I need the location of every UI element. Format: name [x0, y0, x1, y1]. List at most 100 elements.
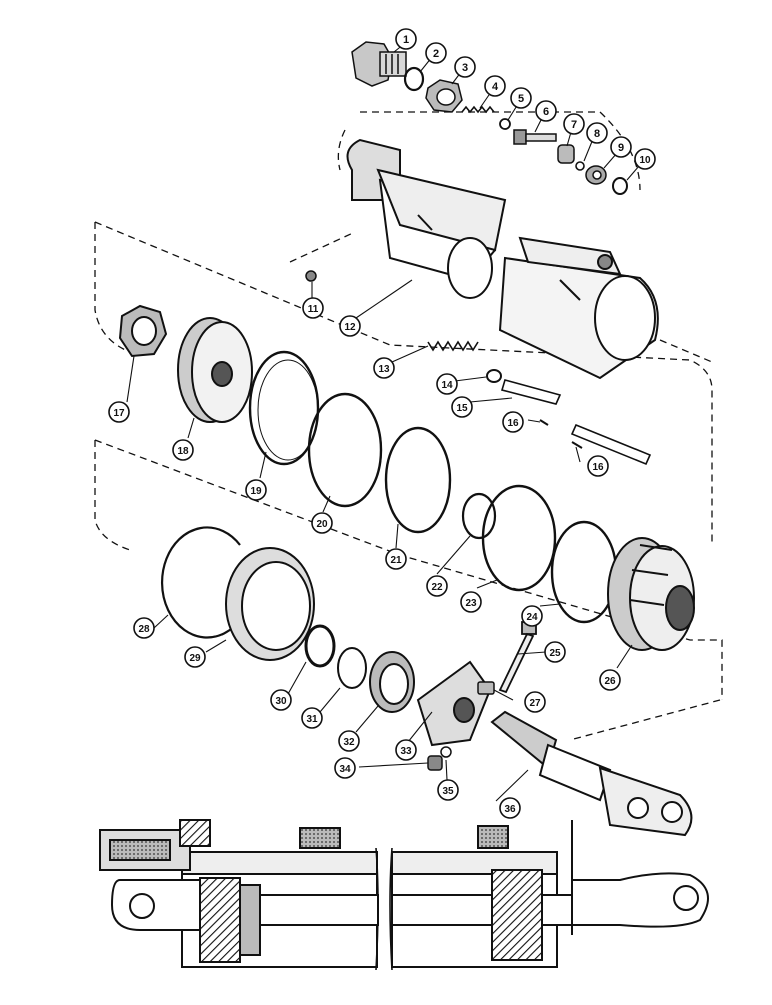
callout-13: 13: [373, 357, 395, 379]
callout-label: 26: [604, 676, 616, 687]
callout-label: 23: [465, 598, 477, 609]
callout-circle: [302, 297, 324, 319]
part-35-washer: [440, 746, 452, 758]
part-9-plug: [585, 165, 607, 185]
callout-circle: [108, 401, 130, 423]
callout-label: 10: [639, 155, 651, 166]
part-23-ring: [481, 484, 557, 592]
group-outline-rod: [94, 439, 723, 741]
part-10-oring: [612, 177, 628, 195]
callout-label: 16: [507, 418, 519, 429]
callout-34: 34: [334, 757, 356, 779]
callout-circle: [425, 42, 447, 64]
part-5-ring: [499, 118, 511, 130]
part-6-plunger: [513, 129, 557, 145]
callout-3: 3: [454, 56, 476, 78]
callout-15: 15: [451, 396, 473, 418]
callout-label: 7: [571, 119, 577, 131]
callout-circle: [451, 396, 473, 418]
part-36-rod: [490, 710, 693, 837]
callout-17: 17: [108, 401, 130, 423]
callout-19: 19: [245, 479, 267, 501]
part-15-rods: [500, 379, 652, 466]
callout-label: 1: [403, 34, 409, 46]
callout-circle: [610, 136, 632, 158]
part-32-seal: [369, 651, 415, 713]
group-outline-piston: [94, 221, 713, 545]
callout-circle: [245, 479, 267, 501]
callout-label: 3: [462, 62, 468, 74]
callout-16: 16: [587, 455, 609, 477]
callout-circle: [385, 548, 407, 570]
callout-30: 30: [270, 689, 292, 711]
callout-label: 14: [441, 380, 453, 391]
part-1-fitting: [351, 41, 407, 87]
callout-18: 18: [172, 439, 194, 461]
callout-circle: [311, 512, 333, 534]
callout-circle: [454, 56, 476, 78]
callout-31: 31: [301, 707, 323, 729]
callout-7: 7: [563, 113, 585, 135]
callout-circle: [426, 575, 448, 597]
callout-circle: [338, 730, 360, 752]
callout-label: 25: [549, 648, 561, 659]
callout-label: 4: [492, 81, 499, 93]
callout-circle: [599, 669, 621, 691]
callout-circle: [301, 707, 323, 729]
callout-6: 6: [535, 100, 557, 122]
callout-11: 11: [302, 297, 324, 319]
part-12-barrel: [346, 138, 659, 380]
callout-label: 34: [339, 764, 351, 775]
callout-29: 29: [184, 646, 206, 668]
callout-label: 32: [343, 737, 355, 748]
part-24-ring: [550, 520, 618, 624]
callout-label: 15: [456, 403, 468, 414]
callout-circle: [437, 779, 459, 801]
part-25-bolt: [498, 621, 537, 694]
section-break-lines: [375, 847, 393, 971]
callout-label: 6: [543, 106, 549, 118]
part-34-nut: [427, 755, 443, 771]
callout-label: 9: [618, 142, 624, 154]
part-26-gland: [607, 537, 695, 651]
callout-label: 16: [592, 462, 604, 473]
callout-label: 21: [390, 555, 402, 566]
part-21-ring: [384, 426, 452, 534]
callout-label: 36: [504, 804, 516, 815]
callout-label: 19: [250, 486, 262, 497]
callout-12: 12: [339, 315, 361, 337]
callout-circle: [521, 605, 543, 627]
callout-label: 18: [177, 446, 189, 457]
callout-label: 24: [526, 612, 538, 623]
callout-23: 23: [460, 591, 482, 613]
callout-circle: [334, 757, 356, 779]
callout-label: 22: [431, 582, 443, 593]
callout-label: 33: [400, 746, 412, 757]
part-8-ring: [575, 161, 585, 171]
callout-25: 25: [544, 641, 566, 663]
callout-4: 4: [484, 75, 506, 97]
callout-label: 35: [442, 786, 454, 797]
part-33-clamp: [416, 660, 492, 747]
callout-circle: [544, 641, 566, 663]
callout-circle: [395, 739, 417, 761]
callout-21: 21: [385, 548, 407, 570]
part-27-nut: [477, 681, 495, 695]
callout-label: 30: [275, 696, 287, 707]
callout-circle: [499, 797, 521, 819]
callout-32: 32: [338, 730, 360, 752]
part-17-nut: [118, 304, 168, 358]
callout-circle: [373, 357, 395, 379]
part-3-nut: [425, 79, 463, 113]
callout-5: 5: [510, 87, 532, 109]
part-19-ring: [248, 350, 320, 466]
callout-35: 35: [437, 779, 459, 801]
callout-circle: [563, 113, 585, 135]
callout-circle: [535, 100, 557, 122]
callout-label: 27: [529, 698, 541, 709]
part-16-pins: [539, 419, 583, 449]
callout-circle: [172, 439, 194, 461]
callout-label: 20: [316, 519, 328, 530]
callout-label: 13: [378, 364, 390, 375]
callout-label: 12: [344, 322, 356, 333]
